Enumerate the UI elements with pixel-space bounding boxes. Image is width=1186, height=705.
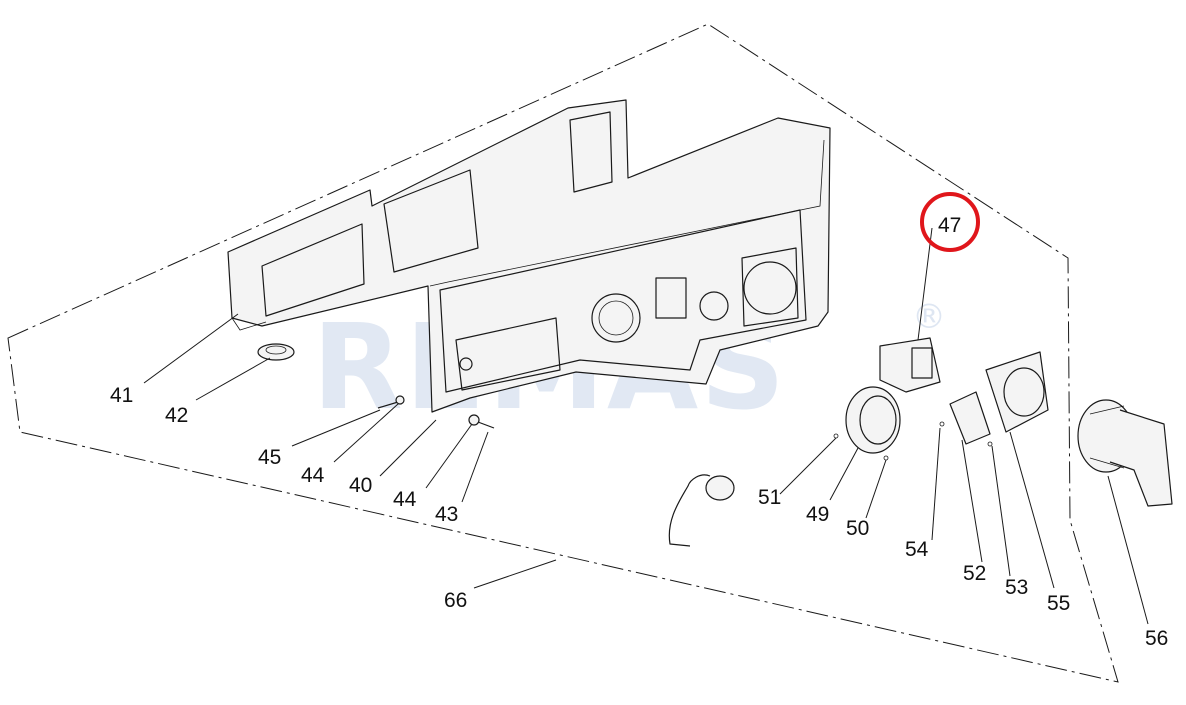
callout-50: 50 (846, 517, 869, 540)
control-panel-frame (227, 99, 831, 413)
callout-44-left: 44 (301, 464, 325, 487)
callout-41: 41 (110, 384, 133, 407)
callout-47: 47 (938, 214, 961, 237)
callout-43: 43 (435, 503, 458, 526)
callout-45: 45 (258, 446, 281, 469)
callout-42: 42 (165, 404, 188, 427)
callout-labels: 41 42 45 44 40 44 43 66 51 49 50 54 52 5… (110, 214, 1168, 650)
callout-56: 56 (1145, 627, 1168, 650)
callout-40: 40 (349, 474, 372, 497)
callout-66: 66 (444, 589, 467, 612)
callout-44-right: 44 (393, 488, 417, 511)
callout-52: 52 (963, 562, 986, 585)
leader-lines (143, 227, 1149, 625)
callout-53: 53 (1005, 576, 1028, 599)
callout-54: 54 (905, 538, 929, 561)
callout-55: 55 (1047, 592, 1070, 615)
watermark-registered-mark: ® (912, 297, 946, 337)
highlight-circle (920, 192, 980, 252)
callout-49: 49 (806, 503, 829, 526)
small-parts (257, 337, 1173, 547)
callout-51: 51 (758, 486, 781, 509)
